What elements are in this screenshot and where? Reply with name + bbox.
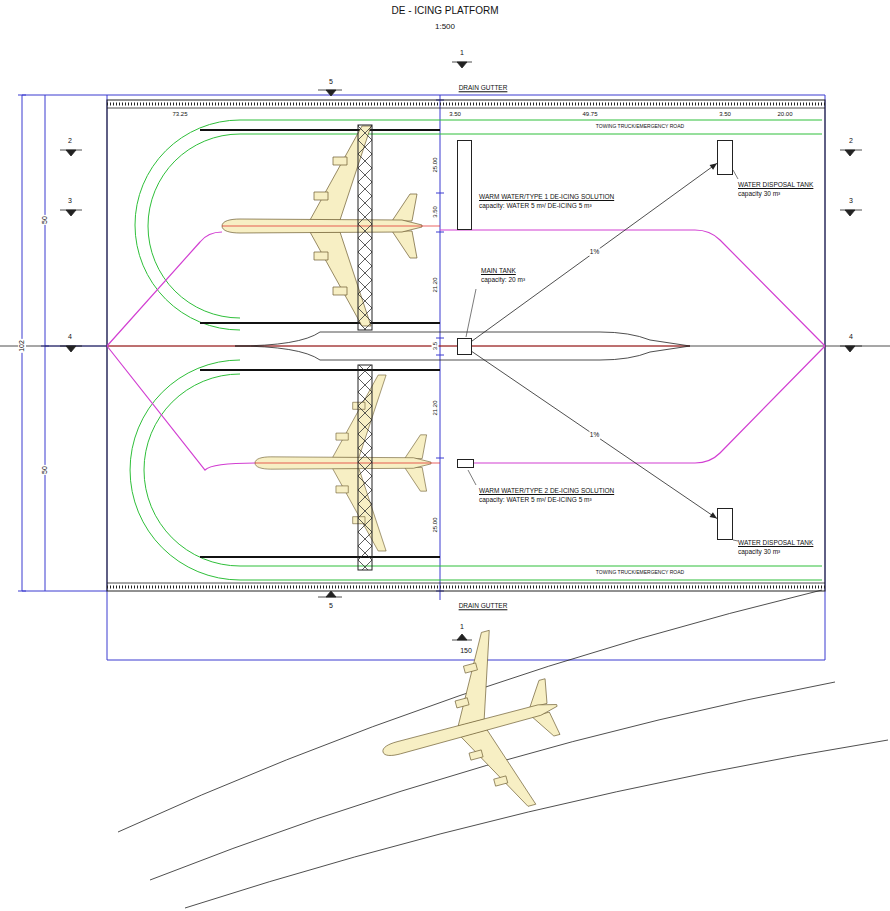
dimension-value: 21.20 xyxy=(432,276,439,293)
tank-name: WATER DISPOSAL TANK xyxy=(738,181,813,188)
leader-line xyxy=(466,170,738,541)
section-line xyxy=(840,150,862,346)
scale-label: 1:500 xyxy=(434,22,456,31)
tank-box: WATER DISPOSAL TANKcapacity 30 m³ xyxy=(717,508,733,540)
road-label: TOWING TRUCK/EMERGENCY ROAD xyxy=(595,124,685,130)
gutter-label: DRAIN GUTTER xyxy=(458,602,509,609)
tank-box: WARM WATER/TYPE 2 DE-ICING SOLUTIONcapac… xyxy=(457,459,474,468)
taxi-line xyxy=(474,346,825,463)
section-number: 5 xyxy=(328,78,334,86)
tank-name: MAIN TANK xyxy=(481,267,516,274)
dimension-value: 3.50 xyxy=(718,111,732,118)
section-number: 5 xyxy=(328,602,334,610)
tank-name: WARM WATER/TYPE 2 DE-ICING SOLUTION xyxy=(479,487,614,494)
dimension-value: 3.50 xyxy=(432,205,439,219)
taxi-line xyxy=(107,232,222,346)
drain-pipe xyxy=(472,163,717,341)
dimension-value: 49.75 xyxy=(581,111,598,118)
section-number: 4 xyxy=(67,333,73,341)
taxi-line xyxy=(107,346,255,470)
gutter-edge xyxy=(107,108,825,583)
dimension-line xyxy=(440,95,441,600)
arrow-head xyxy=(710,512,717,518)
tank-box: WARM WATER/TYPE 1 DE-ICING SOLUTIONcapac… xyxy=(457,140,472,230)
section-number: 3 xyxy=(848,197,854,205)
deicing-gantry xyxy=(358,365,372,570)
stand-island xyxy=(235,332,690,360)
gutter-label: DRAIN GUTTER xyxy=(458,84,509,91)
section-line xyxy=(60,150,82,346)
drain-gutter xyxy=(107,104,825,587)
aircraft xyxy=(360,618,580,838)
taxiway-edge xyxy=(150,682,835,880)
section-arrow xyxy=(457,62,467,68)
dimension-value: 50 xyxy=(41,215,49,225)
slope-label: 1% xyxy=(589,248,600,255)
dimension-value: 25.00 xyxy=(432,516,439,533)
diagram-title: DE - ICING PLATFORM xyxy=(391,5,498,17)
taxi-line xyxy=(440,230,825,346)
taxi-line xyxy=(107,230,825,470)
dimension-frame xyxy=(18,95,825,660)
drain-pipe-line xyxy=(472,352,717,519)
tank-name: WATER DISPOSAL TANK xyxy=(738,539,813,546)
platform-outline xyxy=(107,100,825,591)
drain-pipe xyxy=(472,352,717,519)
axis-line xyxy=(0,346,890,347)
emergency-road xyxy=(130,120,822,580)
deicing-gantry xyxy=(358,125,372,330)
section-number: 1 xyxy=(459,49,465,57)
dimension-value: 20.00 xyxy=(776,111,793,118)
dimension-value: 102 xyxy=(18,339,26,353)
platform-edge xyxy=(107,100,825,591)
dimension-value: 3.5 xyxy=(432,341,439,351)
dimension-value: 50 xyxy=(41,465,49,475)
section-arrow xyxy=(845,150,855,352)
dimension-value: 73.25 xyxy=(171,111,188,118)
road-arc xyxy=(130,360,240,580)
center-line xyxy=(107,346,690,347)
section-number: 1 xyxy=(459,623,465,631)
dimension-line xyxy=(22,95,825,660)
section-number: 2 xyxy=(67,137,73,145)
section-number: 4 xyxy=(848,333,854,341)
aircraft-centerline xyxy=(222,226,440,463)
tank-capacity: capacity: 20 m³ xyxy=(481,276,525,283)
section-marker xyxy=(60,62,862,640)
dimension-value: 25.00 xyxy=(432,156,439,173)
road-label: TOWING TRUCK/EMERGENCY ROAD xyxy=(595,570,685,576)
tank-box: WATER DISPOSAL TANKcapacity 30 m³ xyxy=(717,140,733,175)
dimension-value: 21.20 xyxy=(432,399,439,416)
section-number: 3 xyxy=(67,197,73,205)
dimension-value: 150 xyxy=(459,647,473,655)
tank-box: MAIN TANKcapacity: 20 m³ xyxy=(457,338,472,355)
taxiway-edge xyxy=(118,590,888,908)
tank-capacity: capacity: WATER 5 m³/ DE-ICING 5 m³ xyxy=(479,202,592,209)
tank-capacity: capacity: WATER 5 m³/ DE-ICING 5 m³ xyxy=(479,496,592,503)
tank-capacity: capacity 30 m³ xyxy=(738,190,780,197)
drain-pipe-line xyxy=(472,163,717,341)
arrow-head xyxy=(710,163,717,170)
section-arrow xyxy=(66,150,76,352)
dimension-line xyxy=(22,95,107,591)
section-number: 2 xyxy=(848,137,854,145)
tank-capacity: capacity 30 m³ xyxy=(738,548,780,555)
section-arrow xyxy=(457,634,467,640)
slope-label: 1% xyxy=(589,431,600,438)
section-arrow xyxy=(326,591,336,597)
dimension-value: 3.50 xyxy=(448,111,462,118)
section-arrow xyxy=(326,90,336,96)
taxiway-edge xyxy=(185,740,888,908)
tank-name: WARM WATER/TYPE 1 DE-ICING SOLUTION xyxy=(479,193,614,200)
dimension-tick xyxy=(18,95,49,591)
